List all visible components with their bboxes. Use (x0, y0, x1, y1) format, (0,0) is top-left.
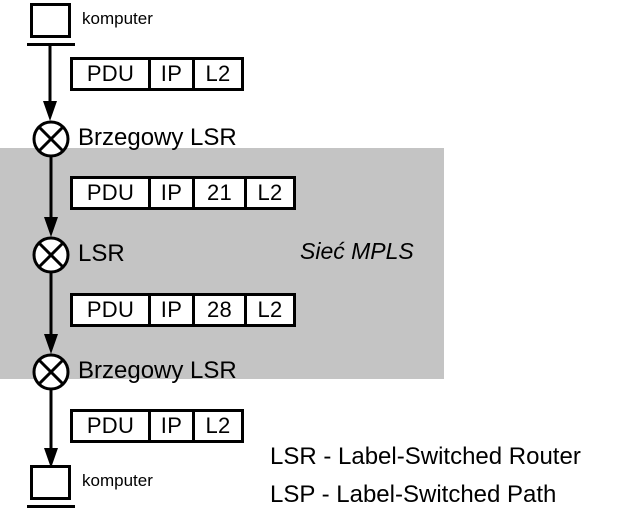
frame-1: PDU IP L2 (70, 57, 244, 91)
monitor-screen-icon (30, 465, 71, 500)
router-circle-x-icon (32, 353, 70, 391)
frame-3-cell-label: 28 (195, 296, 247, 324)
legend-item-lsr: LSR - Label-Switched Router (270, 443, 581, 470)
router-2-label: LSR (78, 240, 125, 267)
frame-2: PDU IP 21 L2 (70, 176, 296, 210)
frame-2-cell-pdu: PDU (73, 179, 151, 207)
frame-2-cell-label: 21 (195, 179, 247, 207)
router-lsr-2[interactable]: LSR (32, 236, 232, 274)
frame-3-cell-pdu: PDU (73, 296, 151, 324)
frame-4: PDU IP L2 (70, 409, 244, 443)
frame-3: PDU IP 28 L2 (70, 293, 296, 327)
frame-1-cell-pdu: PDU (73, 60, 151, 88)
arrow-router3-to-computer (37, 390, 65, 468)
frame-4-cell-l2: L2 (195, 412, 241, 440)
monitor-screen-icon (30, 3, 71, 38)
arrow-computer-to-router1 (36, 43, 64, 121)
router-3-label: Brzegowy LSR (78, 357, 237, 384)
computer-top-label: komputer (82, 9, 153, 28)
frame-4-cell-pdu: PDU (73, 412, 151, 440)
monitor-base-icon (27, 505, 75, 508)
frame-2-cell-l2: L2 (247, 179, 293, 207)
legend-item-lsp: LSP - Label-Switched Path (270, 481, 557, 508)
router-1-label: Brzegowy LSR (78, 124, 237, 151)
frame-2-cell-ip: IP (151, 179, 195, 207)
frame-3-cell-l2: L2 (247, 296, 293, 324)
frame-3-cell-ip: IP (151, 296, 195, 324)
router-brzegowy-lsr-3[interactable]: Brzegowy LSR (32, 353, 282, 391)
frame-4-cell-ip: IP (151, 412, 195, 440)
router-circle-x-icon (32, 120, 70, 158)
computer-bottom[interactable]: komputer (27, 465, 190, 510)
computer-top[interactable]: komputer (27, 3, 190, 48)
arrow-router1-to-router2 (37, 157, 65, 237)
frame-1-cell-l2: L2 (195, 60, 241, 88)
mpls-network-label: Sieć MPLS (300, 238, 414, 264)
frame-1-cell-ip: IP (151, 60, 195, 88)
arrow-router2-to-router3 (37, 273, 65, 354)
router-circle-x-icon (32, 236, 70, 274)
computer-bottom-label: komputer (82, 471, 153, 490)
router-brzegowy-lsr-1[interactable]: Brzegowy LSR (32, 120, 282, 158)
